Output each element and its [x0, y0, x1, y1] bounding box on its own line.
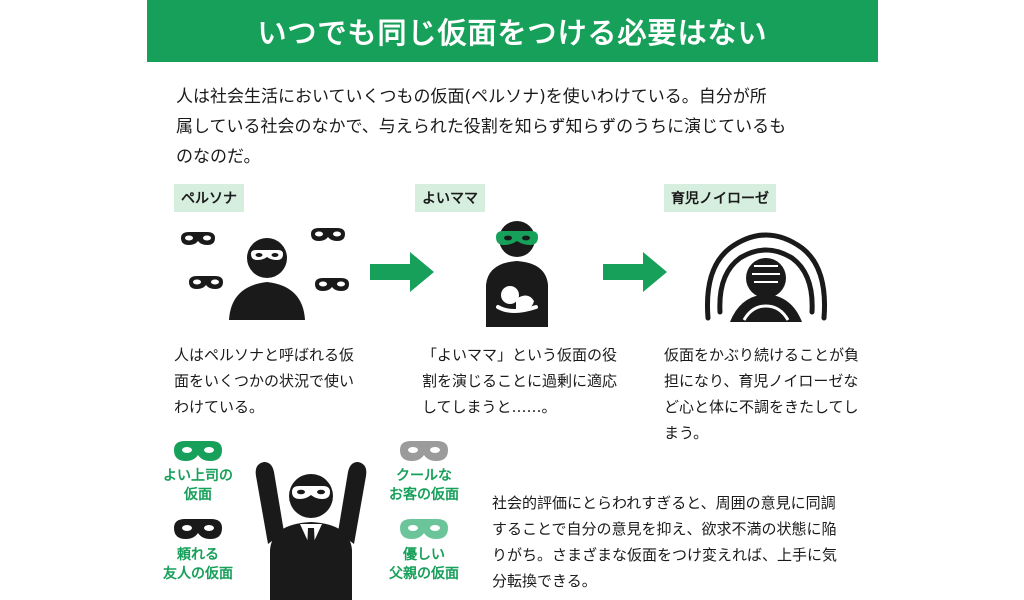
step-tag-persona: ペルソナ [174, 184, 244, 212]
intro-paragraph: 人は社会生活においていくつもの仮面(ペルソナ)を使いわけている。自分が所 属して… [176, 82, 856, 172]
mask-label-line: お客の仮面 [389, 487, 459, 503]
step-tag-good-mom: よいママ [415, 184, 485, 212]
mask-label-line: 友人の仮面 [163, 566, 233, 582]
desc-line: ど心と体に不調をきたしてし [664, 398, 859, 416]
mask-label-cool-customer: クールな お客の仮面 [376, 467, 472, 505]
desc-line: してしまうと……。 [422, 398, 557, 416]
mask-icon [400, 441, 448, 461]
mask-label-line: よい上司の [163, 468, 233, 484]
title-banner: いつでも同じ仮面をつける必要はない [147, 0, 878, 62]
desc-line: 担になり、育児ノイローゼな [664, 372, 859, 390]
step-tag-neurosis: 育児ノイローゼ [664, 184, 776, 212]
bottom-line: することで自分の意見を抑え、欲求不満の状態に陥 [492, 520, 837, 538]
step-desc-neurosis: 仮面をかぶり続けることが負 担になり、育児ノイローゼな ど心と体に不調をきたして… [664, 342, 859, 446]
step-desc-good-mom: 「よいママ」という仮面の役 割を演じることに過剰に適応 してしまうと……。 [422, 342, 617, 420]
mask-icon [181, 232, 215, 245]
mask-label-line: 仮面 [184, 487, 212, 503]
mask-icon [189, 276, 223, 289]
desc-line: 「よいママ」という仮面の役 [422, 346, 618, 364]
mask-label-kind-father: 優しい 父親の仮面 [376, 546, 472, 584]
businessman-icon [255, 462, 367, 600]
desc-line: 割を演じることに過剰に適応 [422, 372, 618, 390]
mask-label-line: 優しい [403, 547, 445, 563]
mask-icon [311, 228, 345, 241]
desc-line: わけている。 [174, 398, 265, 416]
bottom-line: りがち。さまざまな仮面をつけ変えれば、上手に気 [492, 546, 838, 564]
page-title: いつでも同じ仮面をつける必要はない [257, 16, 768, 50]
distressed-person-icon [704, 232, 828, 322]
arrow-right-icon [370, 252, 434, 292]
mother-baby-icon [486, 221, 548, 327]
mask-label-reliable-friend: 頼れる 友人の仮面 [150, 546, 246, 584]
mask-icon [400, 519, 448, 539]
mask-icon [315, 278, 349, 291]
intro-line: 属している社会のなかで、与えられた役割を知らず知らずのうちに演じているも [176, 117, 787, 137]
arrow-right-icon [603, 252, 667, 292]
mask-icon [174, 519, 222, 539]
step-desc-persona: 人はペルソナと呼ばれる仮 面をいくつかの状況で使い わけている。 [174, 342, 354, 420]
mask-label-line: 父親の仮面 [389, 566, 459, 582]
mask-icon [174, 441, 222, 461]
mask-label-line: 頼れる [177, 547, 219, 563]
mask-label-line: クールな [396, 468, 452, 484]
desc-line: まう。 [664, 424, 709, 442]
bottom-paragraph: 社会的評価にとらわれすぎると、周囲の意見に同調 することで自分の意見を抑え、欲求… [492, 490, 837, 594]
persona-person-icon [229, 238, 305, 320]
desc-line: 面をいくつかの状況で使い [174, 372, 355, 390]
intro-line: 人は社会生活においていくつもの仮面(ペルソナ)を使いわけている。自分が所 [176, 87, 767, 107]
desc-line: 人はペルソナと呼ばれる仮 [174, 346, 355, 364]
bottom-line: 社会的評価にとらわれすぎると、周囲の意見に同調 [492, 494, 836, 512]
intro-line: のなのだ。 [176, 147, 261, 167]
bottom-line: 分転換できる。 [492, 572, 597, 590]
mask-label-good-boss: よい上司の 仮面 [150, 467, 246, 505]
persona-illustration [181, 228, 349, 320]
desc-line: 仮面をかぶり続けることが負 [664, 346, 860, 364]
